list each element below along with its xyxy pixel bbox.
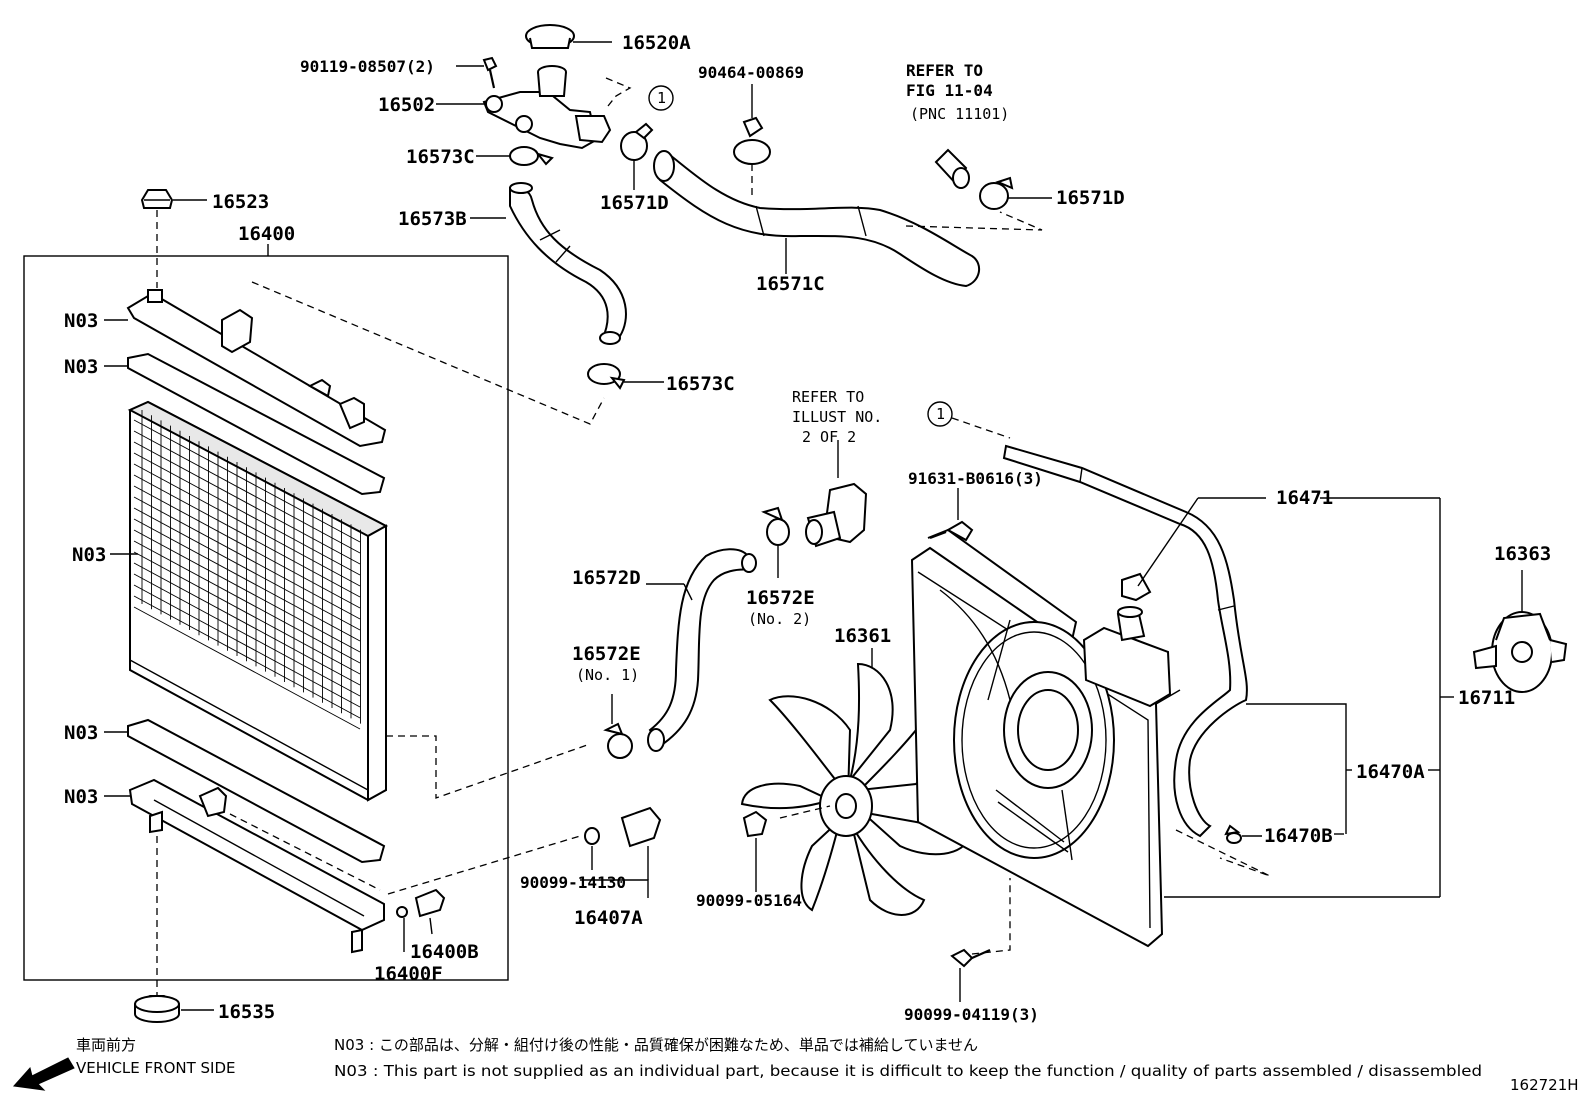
label-16573B: 16573B [398,208,467,230]
radiator-core [127,400,389,802]
circle-ref-top: 1 [657,89,666,107]
figure-id: 162721H [1510,1076,1579,1094]
hose-16572D [647,548,757,752]
bolt-90119 [482,56,498,89]
upper-tank [126,289,387,448]
label-16363: 16363 [1494,543,1551,565]
label-16407A: 16407A [574,907,643,929]
label-n03-5: N03 [64,786,98,808]
label-16523: 16523 [212,191,269,213]
label-90099-05164: 90099-05164 [696,891,802,910]
label-90464-00869: 90464-00869 [698,63,804,82]
label-16571D-left: 16571D [600,192,669,214]
water-inlet [805,482,868,548]
clamp-16571D-right [979,176,1014,210]
clamp-16573C-mid [587,363,626,390]
radiator-cap-16523 [140,189,174,209]
vehicle-front-en: VEHICLE FRONT SIDE [76,1059,236,1077]
label-16572E-no2: 16572E [746,587,815,609]
sensor-16407A [584,806,662,848]
clamp-16572E-no1 [603,722,633,759]
drain-cock-16400B [396,888,446,918]
water-outlet-16502 [482,65,612,150]
lower-tank [128,778,385,954]
label-16573C-mid: 16573C [666,373,735,395]
label-no1: (No. 1) [576,666,639,684]
bolt-90099-04119 [950,948,991,968]
n03-note-en: N03 : This part is not supplied as an in… [334,1062,1482,1080]
label-16361: 16361 [834,625,891,647]
label-16502: 16502 [378,94,435,116]
gasket-upper [127,352,386,496]
refer-illust-line2: ILLUST NO. [792,408,882,426]
radiator-group-box [23,255,509,981]
refer-fig-line3: (PNC 11101) [910,105,1009,123]
refer-illust-line3: 2 OF 2 [802,428,856,446]
clip-16470B [1224,824,1242,844]
cushion-16535 [134,995,180,1023]
label-16400F: 16400F [374,963,443,985]
label-n03-3: N03 [72,544,106,566]
label-no2: (No. 2) [748,610,811,628]
refer-fig-line2: FIG 11-04 [906,81,993,100]
label-16572E-no1: 16572E [572,643,641,665]
label-16571C: 16571C [756,273,825,295]
label-16400B: 16400B [410,941,479,963]
label-n03-1: N03 [64,310,98,332]
n03-note-jp: N03 : この部品は、分解・組付け後の性能・品質確保が困難なため、単品では補給… [334,1036,978,1054]
label-n03-2: N03 [64,356,98,378]
label-16471: 16471 [1276,487,1333,509]
clip-90464 [733,116,771,165]
label-90119-08507: 90119-08507(2) [300,57,435,76]
circle-ref-mid: 1 [936,405,945,423]
label-16400: 16400 [238,223,295,245]
bolt-91631 [929,520,974,542]
hose-16471 [1002,444,1248,838]
label-16571D-right: 16571D [1056,187,1125,209]
label-91631: 91631-B0616(3) [908,469,1043,488]
fan-shroud-16711 [910,528,1181,948]
nut-90099-05164 [742,810,768,838]
label-90099-04119: 90099-04119(3) [904,1005,1039,1024]
label-16470A: 16470A [1356,761,1425,783]
label-n03-4: N03 [64,722,98,744]
hose-16573B [509,182,627,345]
fan-motor-16363 [1472,611,1568,693]
reserve-tank [1082,572,1172,708]
vehicle-front-jp: 車両前方 [76,1036,136,1054]
gasket-lower [127,718,386,864]
clamp-16573C-top [509,146,554,166]
radiator-cap-16520A [525,24,575,49]
label-16470B: 16470B [1264,825,1333,847]
refer-illust-line1: REFER TO [792,388,864,406]
refer-fig-line1: REFER TO [906,61,983,80]
label-16535: 16535 [218,1001,275,1023]
label-16711: 16711 [1458,687,1515,709]
label-90099-14130: 90099-14130 [520,873,626,892]
label-16520A: 16520A [622,32,691,54]
label-16573C-top: 16573C [406,146,475,168]
clamp-16571D-left [620,122,654,161]
vehicle-front-arrow-icon [13,1057,75,1091]
clamp-16572E-no2 [761,506,790,546]
label-16572D: 16572D [572,567,641,589]
hose-16571C [653,150,981,288]
pipe-ref-11101 [934,148,970,189]
